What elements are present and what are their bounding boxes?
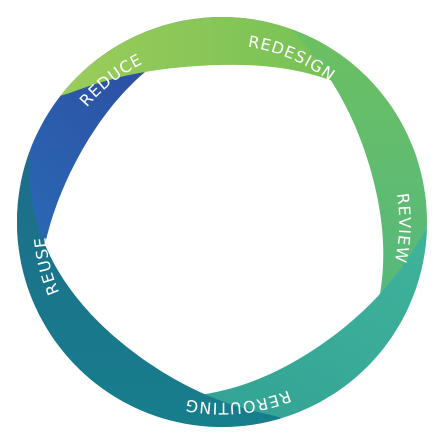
segment-rerouting (90, 229, 427, 427)
segment-reduce (17, 17, 269, 309)
segment-reuse (17, 151, 282, 427)
